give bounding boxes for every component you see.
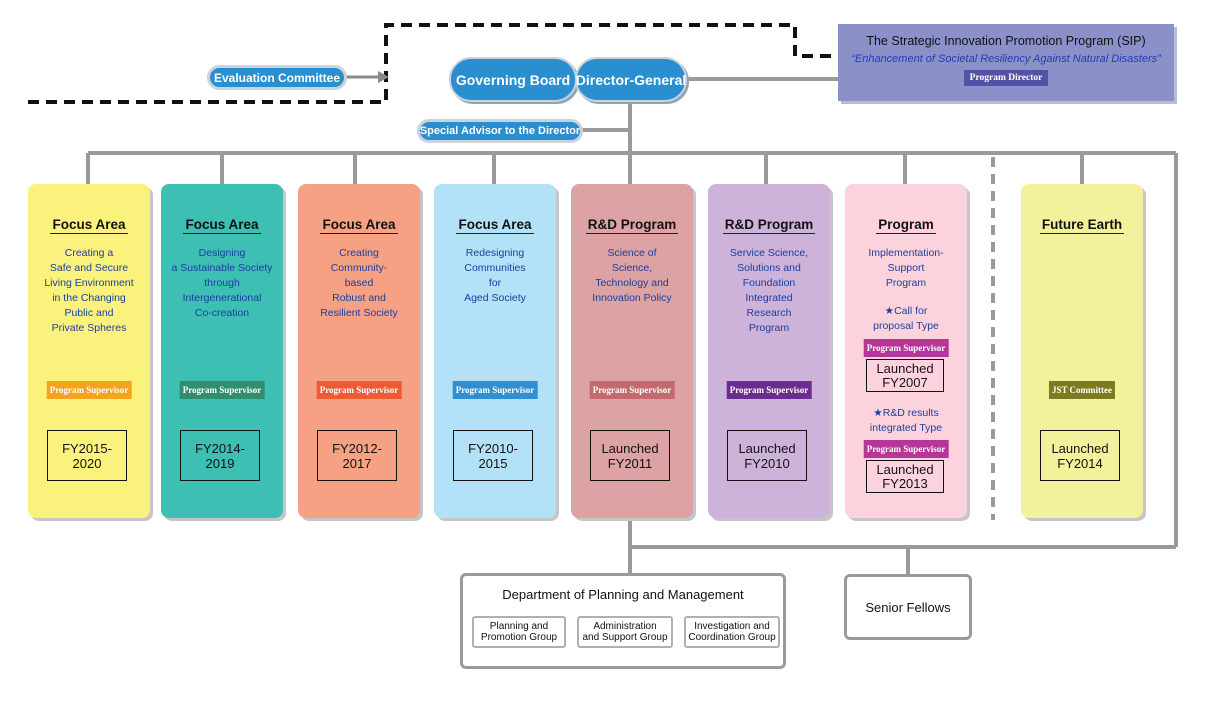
card-description: Creating a Safe and Secure Living Enviro…: [44, 247, 134, 334]
card-title: Future Earth: [1021, 217, 1143, 234]
card-title-text: Focus Area: [50, 217, 128, 234]
card-description: Designing a Sustainable Society through …: [171, 247, 273, 319]
card-title: R&D Program: [571, 217, 693, 234]
fiscal-year-box: FY2010- 2015: [453, 430, 533, 481]
jst-committee-badge: JST Committee: [1048, 381, 1116, 399]
fiscal-year-box: FY2015- 2020: [47, 430, 127, 481]
program-supervisor-badge: Program Supervisor: [46, 381, 132, 399]
sip-title: The Strategic Innovation Promotion Progr…: [866, 34, 1146, 48]
rd-results-integrated-type: ★R&D results integrated Type: [869, 407, 943, 434]
card-title: Focus Area: [28, 217, 150, 234]
sip-program-box[interactable]: The Strategic Innovation Promotion Progr…: [838, 24, 1174, 101]
director-general[interactable]: Director-General: [575, 57, 687, 102]
administration-support-group[interactable]: Administration and Support Group: [577, 616, 673, 648]
card-title-text: R&D Program: [722, 217, 816, 234]
program-director-badge: Program Director: [963, 70, 1049, 86]
card-title-text: Future Earth: [1039, 217, 1125, 234]
program-supervisor-badge: Program Supervisor: [726, 381, 812, 399]
program-supervisor-badge: Program Supervisor: [316, 381, 402, 399]
department-title: Department of Planning and Management: [502, 587, 744, 602]
program-supervisor-badge: Program Supervisor: [452, 381, 538, 399]
call-for-proposal-type: ★Call for proposal Type: [873, 305, 939, 332]
card-title: R&D Program: [708, 217, 830, 234]
card-title: Focus Area: [434, 217, 556, 234]
governing-board[interactable]: Governing Board: [449, 57, 577, 102]
evaluation-committee[interactable]: Evaluation Committee: [207, 65, 347, 90]
card-description: Creating Community- based Robust and Res…: [320, 247, 398, 319]
fiscal-year-box: Launched FY2011: [590, 430, 670, 481]
program-supervisor-badge: Program Supervisor: [179, 381, 265, 399]
card-description: Service Science, Solutions and Foundatio…: [729, 247, 809, 334]
card-title: Focus Area: [161, 217, 283, 234]
program-supervisor-badge: Program Supervisor: [589, 381, 675, 399]
senior-fellows[interactable]: Senior Fellows: [844, 574, 972, 640]
special-advisor[interactable]: Special Advisor to the Director: [417, 119, 583, 143]
fiscal-year-box: FY2014- 2019: [180, 430, 260, 481]
fiscal-year-box: Launched FY2007: [866, 359, 944, 392]
department-planning-management[interactable]: Department of Planning and Management Pl…: [460, 573, 786, 669]
sip-subtitle: “Enhancement of Societal Resiliency Agai…: [851, 53, 1161, 65]
fiscal-year-box: FY2012- 2017: [317, 430, 397, 481]
card-description: Redesigning Communities for Aged Society: [464, 247, 526, 304]
fiscal-year-box: Launched FY2014: [1040, 430, 1120, 481]
planning-promotion-group[interactable]: Planning and Promotion Group: [472, 616, 566, 648]
fiscal-year-box: Launched FY2010: [727, 430, 807, 481]
investigation-coordination-group[interactable]: Investigation and Coordination Group: [684, 616, 780, 648]
card-description: Science of Science, Technology and Innov…: [592, 247, 672, 304]
card-title-text: Focus Area: [183, 217, 261, 234]
card-description: Implementation- Support Program: [868, 247, 944, 289]
card-title: Focus Area: [298, 217, 420, 234]
program-supervisor-badge: Program Supervisor: [863, 339, 949, 357]
program-supervisor-badge: Program Supervisor: [863, 440, 949, 458]
card-title-text: Program: [876, 217, 936, 234]
card-title-text: Focus Area: [320, 217, 398, 234]
card-title: Program: [845, 217, 967, 234]
card-title-text: Focus Area: [456, 217, 534, 234]
card-title-text: R&D Program: [585, 217, 679, 234]
fiscal-year-box: Launched FY2013: [866, 460, 944, 493]
